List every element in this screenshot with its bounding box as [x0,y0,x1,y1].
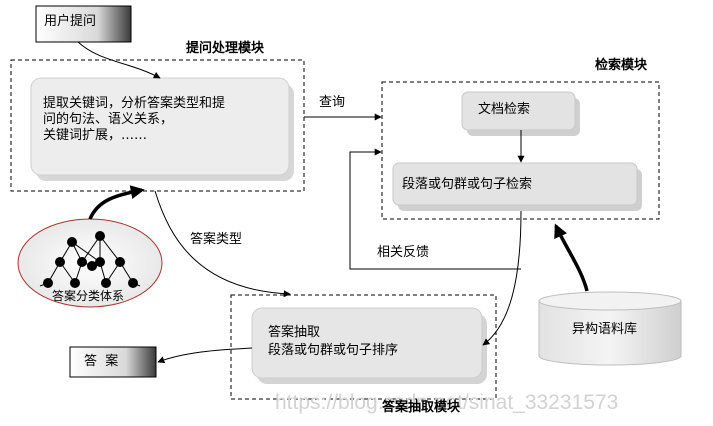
feedback-loop-arrow [349,148,521,270]
user-question-label: 用户提问 [44,14,97,29]
watermark: https://blog.csdn.net/sinat_33231573 [275,391,619,414]
answer-type-arrow [154,190,291,298]
query-label: 查询 [319,95,346,110]
extraction-module-frame [230,294,497,400]
corpus-label: 异构语料库 [572,322,638,337]
extraction-box-face [251,307,483,379]
answer-type-label: 答案类型 [190,232,243,247]
question-module-title: 提问处理模块 [186,41,265,56]
question-module-content: 提取关键词，分析答案类型和提 问的句法、语义关系， 关键词扩展，…… [43,96,226,143]
doc-search-box-face [461,91,576,131]
passage-to-extraction-arrow [482,210,522,346]
answer-label: 答 案 [84,354,119,369]
extraction-module-title: 答案抽取模块 [382,400,461,415]
corpus-to-retrieval-arrow [554,223,589,292]
answer-box [69,346,157,378]
feedback-label: 相关反馈 [377,245,430,260]
extraction-line2: 段落或句群或句子排序 [268,343,399,358]
extraction-line1: 答案抽取 [268,325,321,340]
taxonomy-label: 答案分类体系 [52,289,125,303]
extraction-to-answer-arrow [157,347,253,364]
passage-search-label: 段落或句群或句子检索 [402,177,533,192]
user-question-box [35,5,132,43]
doc-search-label: 文档检索 [478,102,531,117]
question-module-frame [10,59,305,192]
corpus-cylinder [538,291,682,366]
user-to-question-arrow [77,41,161,79]
retrieval-module-frame [381,81,660,220]
taxonomy-to-question-arrow [88,185,145,220]
retrieval-module-title: 检索模块 [595,58,648,73]
taxonomy-ellipse [17,218,163,308]
passage-search-box-face [392,162,638,206]
